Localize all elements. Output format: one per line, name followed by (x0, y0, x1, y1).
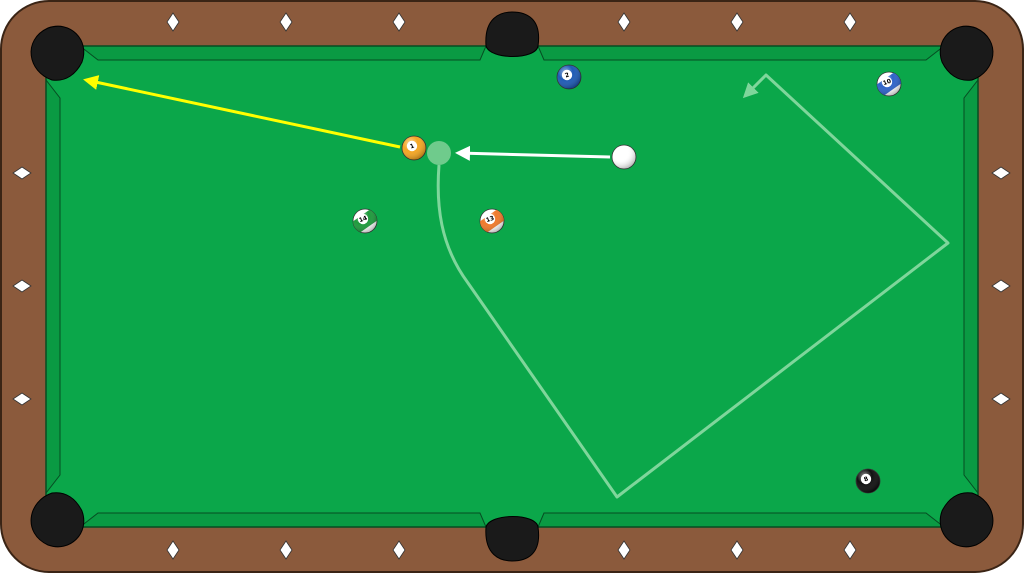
rail-diamond (12, 279, 32, 293)
rail-diamond (730, 540, 744, 560)
ball-number: 10 (882, 78, 892, 87)
rail-diamond (12, 392, 32, 406)
pockets (30, 11, 994, 562)
rail-diamond (392, 540, 406, 560)
rail-diamond (166, 540, 180, 560)
cue-ball (611, 144, 637, 170)
ball-shine (612, 145, 636, 169)
rail-diamond (617, 12, 631, 32)
balls: 1 2 10 14 13 8 (348, 64, 906, 494)
rail-diamond (617, 540, 631, 560)
cushion-top-right (537, 45, 946, 61)
rail-diamond (991, 166, 1011, 180)
ball-1: 1 (401, 135, 427, 161)
pocket-bottom-right (939, 492, 994, 548)
ball-8: 8 (855, 468, 881, 494)
ball-number-spot (484, 213, 496, 225)
ball-number: 2 (564, 71, 570, 79)
pocket-bottom-left (30, 492, 85, 548)
rail-diamond (991, 279, 1011, 293)
ball-2: 2 (556, 64, 582, 90)
ball-number-spot (561, 69, 573, 81)
rail-diamonds (12, 12, 1011, 560)
ball-number: 1 (409, 142, 415, 150)
rail-diamond (991, 392, 1011, 406)
pocket-top-right (939, 25, 994, 81)
ghost-ball (427, 141, 451, 165)
rail-diamond (12, 166, 32, 180)
cue-ball-path (455, 145, 611, 161)
object-ball-path (83, 75, 401, 149)
cushion-right (963, 78, 979, 495)
ball-number-spot (860, 473, 872, 485)
ball-10: 10 (872, 69, 906, 99)
rail-diamond (843, 540, 857, 560)
ball-14: 14 (348, 206, 382, 236)
table-cloth (46, 46, 978, 527)
ball-number: 14 (358, 215, 368, 224)
ball-13: 13 (475, 206, 509, 236)
pocket-top-side (485, 11, 540, 57)
ball-number-spot (406, 140, 418, 152)
rail-diamond (730, 12, 744, 32)
rail-diamond (279, 540, 293, 560)
cue-ball-route (436, 73, 950, 499)
ball-number-spot (357, 213, 369, 225)
cushion-bottom-left (78, 512, 487, 528)
rail-diamond (166, 12, 180, 32)
cushion-top-left (78, 45, 487, 61)
pocket-top-left (30, 25, 85, 81)
rail-diamond (279, 12, 293, 32)
cushion-left (45, 78, 61, 495)
ball-number: 13 (485, 215, 495, 224)
cushion-bottom-right (537, 512, 946, 528)
rail-diamond (843, 12, 857, 32)
rail-diamond (392, 12, 406, 32)
ball-number-spot (881, 76, 893, 88)
pocket-bottom-side (485, 516, 540, 562)
ball-number: 8 (863, 475, 869, 483)
